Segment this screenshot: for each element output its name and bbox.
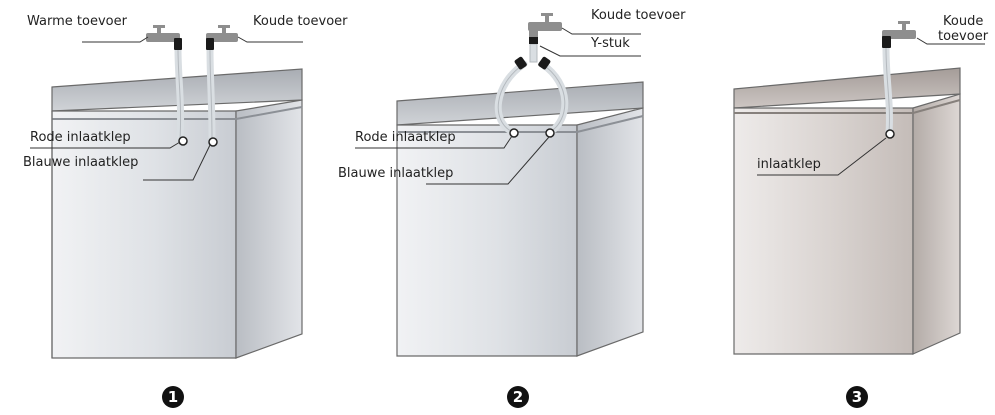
panel-1-number: 1 [168, 388, 178, 406]
leader-blue-valve-1 [143, 144, 211, 181]
red-inlet-valve-2 [509, 128, 519, 138]
inlet-valve-3 [885, 129, 895, 139]
label-cold-supply-3-line1: Koude [943, 14, 983, 29]
blue-inlet-valve-2 [545, 128, 555, 138]
panel-2: Koude toevoer Y-stuk Rode inlaatklep Bla… [338, 8, 686, 408]
leader-cold-supply-2 [561, 27, 641, 35]
blue-inlet-valve-1 [208, 137, 218, 147]
panel-3-number-badge [846, 386, 868, 408]
leader-blue-valve-2 [426, 136, 550, 185]
label-cold-supply-2: Koude toevoer [591, 8, 686, 23]
appliance-cabinet-3 [733, 67, 961, 355]
label-cold-supply-3-line2: toevoer [938, 29, 989, 44]
cold-tap-3 [882, 21, 916, 48]
appliance-cabinet-2 [396, 81, 644, 357]
panel-3: Koude toevoer inlaatklep 3 [733, 14, 989, 408]
leader-cold-supply-1 [237, 36, 303, 43]
label-cold-supply-1: Koude toevoer [253, 14, 348, 29]
leader-cold-supply-3 [916, 37, 985, 45]
warm-tap [146, 25, 182, 50]
panel-2-number: 2 [513, 388, 523, 406]
label-blue-valve-1: Blauwe inlaatklep [23, 155, 138, 170]
label-valve-3: inlaatklep [757, 157, 821, 172]
water-hose-3 [882, 44, 893, 136]
red-inlet-valve-1 [178, 136, 188, 146]
panel-1: Warme toevoer Koude toevoer Rode inlaatk… [23, 14, 348, 408]
label-blue-valve-2: Blauwe inlaatklep [338, 166, 453, 181]
label-y-piece: Y-stuk [590, 36, 630, 51]
leader-valve-3 [757, 137, 887, 176]
water-hoses-1 [174, 44, 216, 144]
appliance-cabinet-1 [51, 68, 303, 359]
leader-warm-supply [82, 36, 149, 43]
panel-1-number-badge [162, 386, 184, 408]
label-warm-supply: Warme toevoer [27, 14, 128, 29]
panel-3-number: 3 [852, 388, 862, 406]
y-piece [514, 56, 551, 70]
label-red-valve-2: Rode inlaatklep [355, 130, 456, 145]
panel-2-number-badge [507, 386, 529, 408]
label-red-valve-1: Rode inlaatklep [30, 130, 131, 145]
leader-red-valve-2 [355, 135, 513, 149]
cold-tap-2 [528, 13, 562, 44]
water-hoses-2 [494, 43, 569, 136]
leader-y-piece [539, 45, 641, 57]
leader-red-valve-1 [30, 141, 181, 149]
cold-tap-1 [206, 25, 238, 50]
